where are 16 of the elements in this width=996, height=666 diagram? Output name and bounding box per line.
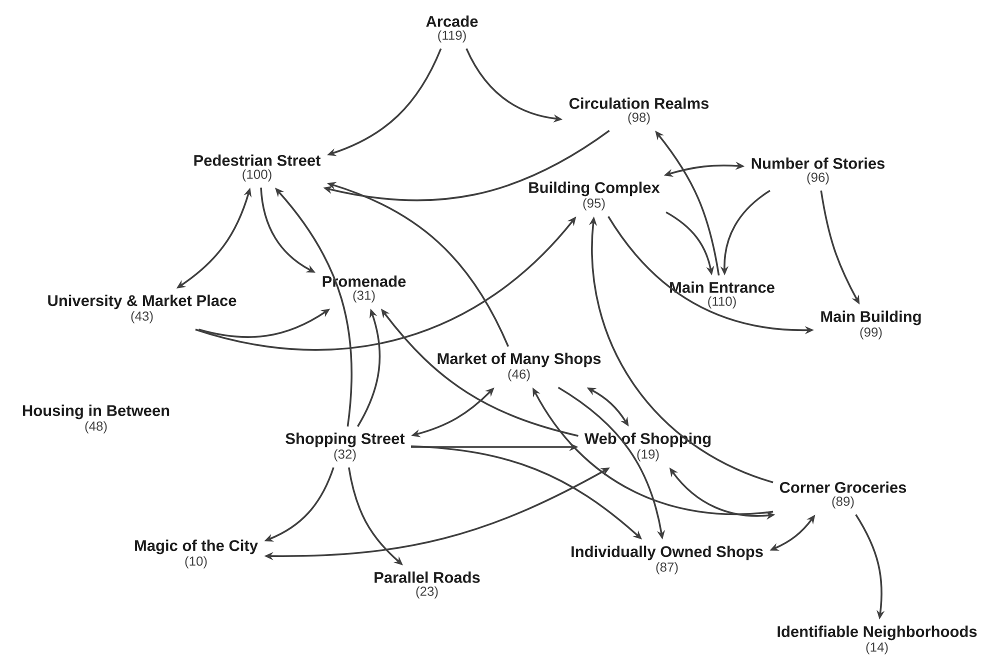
concept-label: Circulation Realms (98) (569, 98, 709, 124)
concept-label: Main Building (99) (821, 310, 921, 340)
concept-label: Parallel Roads (23) (374, 572, 480, 598)
concept-label: University & Market Place (43) (48, 294, 236, 324)
concept-label: Main Entrance (110) (670, 282, 774, 308)
concept-label: Pedestrian Street (100) (194, 154, 321, 182)
concept-label: Housing in Between (48) (22, 404, 170, 434)
concept-label: Arcade (119) (426, 16, 478, 42)
concept-label: Number of Stories (96) (752, 158, 885, 184)
concept-label: Identifiable Neighborhoods (14) (778, 626, 977, 654)
concept-label: Building Complex (95) (529, 182, 660, 210)
concept-label: Corner Groceries (89) (780, 482, 906, 508)
concept-label: Market of Many Shops (46) (438, 352, 601, 382)
concept-label: Magic of the City (10) (135, 540, 258, 568)
concept-label: Individually Owned Shops (87) (572, 546, 763, 574)
concept-label: Shopping Street (32) (286, 432, 405, 462)
